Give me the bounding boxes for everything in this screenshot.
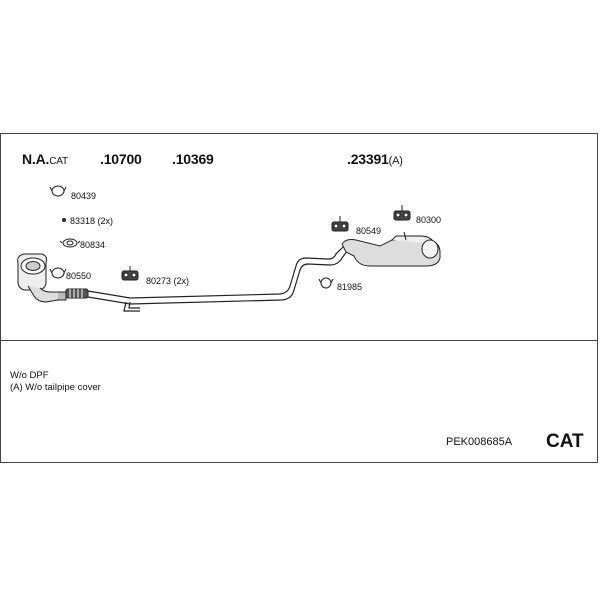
note-line-2: (A) W/o tailpipe cover bbox=[10, 382, 101, 393]
part-label-80550: 80550 bbox=[66, 271, 92, 281]
rubber-mount-icon bbox=[121, 266, 139, 281]
rubber-mount-icon bbox=[393, 205, 411, 221]
catalytic-converter-icon bbox=[17, 253, 67, 303]
part-label-83318: 83318 (2x) bbox=[70, 216, 114, 226]
product-code: PEK008685A bbox=[446, 436, 513, 448]
diagram-frame bbox=[0, 133, 598, 463]
main-pipe-icon bbox=[87, 245, 349, 312]
part-label-80549: 80549 bbox=[356, 226, 382, 236]
section-divider bbox=[0, 340, 598, 341]
rubber-mount-icon bbox=[331, 216, 349, 232]
system-type-label: CAT bbox=[546, 431, 584, 452]
part-label-80834: 80834 bbox=[80, 240, 106, 250]
clamp-icon bbox=[49, 267, 67, 279]
header-part-10700: .10700 bbox=[100, 151, 142, 167]
part-label-80273: 80273 (2x) bbox=[146, 276, 190, 286]
flex-pipe-icon bbox=[65, 288, 89, 299]
gasket-icon bbox=[59, 238, 81, 248]
note-line-1: W/o DPF bbox=[10, 370, 49, 381]
rear-muffler-icon bbox=[341, 231, 441, 267]
part-label-80439: 80439 bbox=[71, 191, 97, 201]
part-label-80300: 80300 bbox=[416, 215, 442, 225]
header-part-10369: .10369 bbox=[172, 151, 214, 167]
clamp-icon bbox=[49, 185, 67, 197]
clamp-icon bbox=[318, 277, 334, 289]
header-part-23391: .23391(A) bbox=[347, 151, 403, 167]
bolt-icon bbox=[62, 218, 66, 222]
part-label-81985: 81985 bbox=[337, 282, 363, 292]
header-na-cat: N.A.CAT bbox=[22, 151, 68, 167]
